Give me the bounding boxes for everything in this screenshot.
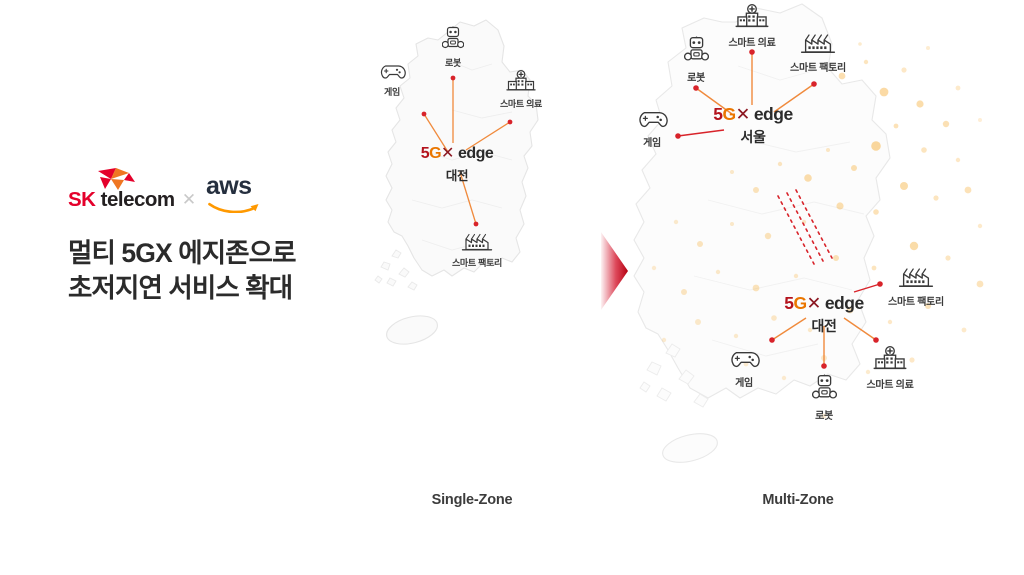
- inter-zone-dotted-link: [777, 189, 833, 265]
- node-label: 스마트 팩토리: [790, 63, 846, 74]
- node-label: 스마트 팩토리: [888, 297, 944, 308]
- hospital-icon: [847, 346, 933, 373]
- connector-lines-single-zone: [423, 78, 511, 225]
- node-label: 스마트 의료: [866, 380, 914, 391]
- logo-word-edge: edge: [824, 293, 864, 313]
- sk-wordmark-prefix: SK: [68, 188, 96, 211]
- 5gx-edge-logo: 5G✕edge: [367, 146, 547, 162]
- sk-telecom-butterfly-mark: [98, 168, 135, 190]
- aws-wordmark: aws: [206, 172, 252, 200]
- single-zone-panel: 로봇 게임: [352, 0, 592, 575]
- node-label: 게임: [643, 138, 661, 149]
- logo-char-g: G: [793, 293, 808, 313]
- node-smart-factory-single-zone[interactable]: 스마트 팩토리: [434, 232, 520, 269]
- node-robot-single-zone[interactable]: 로봇: [410, 26, 496, 69]
- node-game-daejeon[interactable]: 게임: [701, 348, 787, 389]
- node-label: 로봇: [815, 411, 833, 422]
- logo-word-edge: edge: [457, 145, 494, 162]
- multi-zone-caption: Multi-Zone: [762, 492, 834, 508]
- 5gx-edge-logo: 5G✕edge: [663, 104, 843, 124]
- logo-word-edge: edge: [753, 104, 793, 124]
- sk-telecom-wordmark: SK telecom: [68, 188, 175, 212]
- connector-endpoint-dots-daejeon: [769, 281, 883, 369]
- headline-line-1: 멀티 5GX 에지존으로: [68, 238, 297, 268]
- node-game-seoul[interactable]: 게임: [609, 108, 695, 149]
- edge-zone-seoul[interactable]: 5G✕edge 서울: [663, 104, 843, 147]
- edge-zone-city-label: 대전: [445, 169, 469, 183]
- korea-southwest-islands: [374, 249, 418, 291]
- edge-zone-daejeon-multi[interactable]: 5G✕edge 대전: [734, 293, 914, 336]
- 5gx-edge-logo: 5G✕edge: [734, 293, 914, 313]
- korea-mainland-outline: [633, 3, 891, 399]
- jeju-island-outline: [662, 433, 718, 463]
- brand-headline-block: SK telecom ✕ aws 멀티 5GX 에지존으로 초저지연 서비스 확…: [68, 168, 368, 306]
- sk-wordmark-suffix: telecom: [95, 188, 175, 211]
- gamepad-icon: [609, 108, 695, 131]
- node-label: 스마트 의료: [728, 38, 776, 49]
- robot-icon: [781, 374, 867, 404]
- logo-char-5: 5: [420, 145, 430, 162]
- node-label: 로봇: [687, 73, 705, 84]
- node-game-single-zone[interactable]: 게임: [349, 62, 435, 98]
- page-title: 멀티 5GX 에지존으로 초저지연 서비스 확대: [68, 236, 368, 306]
- logo-char-x: ✕: [735, 104, 751, 124]
- logo-char-g: G: [429, 145, 442, 162]
- node-label: 로봇: [445, 58, 461, 68]
- robot-icon: [653, 36, 739, 66]
- connector-endpoint-dots-single-zone: [421, 75, 513, 227]
- connector-endpoint-dots-seoul: [675, 49, 817, 139]
- logo-char-5: 5: [784, 293, 794, 313]
- node-robot-seoul[interactable]: 로봇: [653, 36, 739, 84]
- connector-lines-seoul: [677, 52, 815, 137]
- node-smart-medical-seoul[interactable]: 스마트 의료: [709, 4, 795, 49]
- korea-southwest-islands: [639, 343, 709, 408]
- multi-zone-panel: 로봇: [628, 0, 1024, 575]
- transition-arrow: [601, 232, 628, 310]
- node-smart-factory-seoul[interactable]: 스마트 팩토리: [775, 32, 861, 74]
- logo-char-x: ✕: [441, 145, 455, 162]
- single-zone-caption: Single-Zone: [431, 492, 513, 508]
- node-label: 게임: [384, 87, 400, 97]
- hospital-icon: [709, 4, 795, 31]
- edge-zone-city-label: 대전: [811, 317, 837, 334]
- factory-icon: [434, 232, 520, 253]
- edge-zone-daejeon-single[interactable]: 5G✕edge 대전: [367, 146, 547, 184]
- node-smart-factory-daejeon[interactable]: 스마트 팩토리: [873, 266, 959, 308]
- robot-icon: [410, 26, 496, 53]
- node-label: 스마트 의료: [499, 99, 543, 109]
- node-robot-daejeon[interactable]: 로봇: [781, 374, 867, 422]
- partner-logo-row: SK telecom ✕ aws: [68, 168, 368, 214]
- sk-telecom-logo: SK telecom: [68, 168, 175, 214]
- gamepad-icon: [701, 348, 787, 371]
- logo-char-g: G: [722, 104, 737, 124]
- factory-icon: [775, 32, 861, 56]
- node-smart-medical-single-zone[interactable]: 스마트 의료: [478, 70, 564, 110]
- connector-lines-daejeon: [771, 283, 881, 366]
- logo-char-x: ✕: [806, 293, 822, 313]
- hospital-icon: [478, 70, 564, 94]
- logo-char-5: 5: [713, 104, 723, 124]
- headline-line-2: 초저지연 서비스 확대: [68, 273, 293, 304]
- node-smart-medical-daejeon[interactable]: 스마트 의료: [847, 346, 933, 391]
- node-label: 게임: [735, 378, 753, 389]
- aws-logo: aws: [206, 170, 272, 214]
- korea-map-single-zone: [374, 19, 539, 345]
- node-label: 스마트 팩토리: [451, 258, 503, 268]
- aws-smile-arrow-icon: [208, 202, 259, 213]
- jeju-island-outline: [386, 315, 438, 345]
- korea-map-multi-zone: [633, 3, 984, 463]
- partner-cross-icon: ✕: [181, 190, 197, 209]
- gamepad-icon: [349, 62, 435, 82]
- edge-zone-city-label: 서울: [740, 128, 766, 145]
- factory-icon: [873, 266, 959, 290]
